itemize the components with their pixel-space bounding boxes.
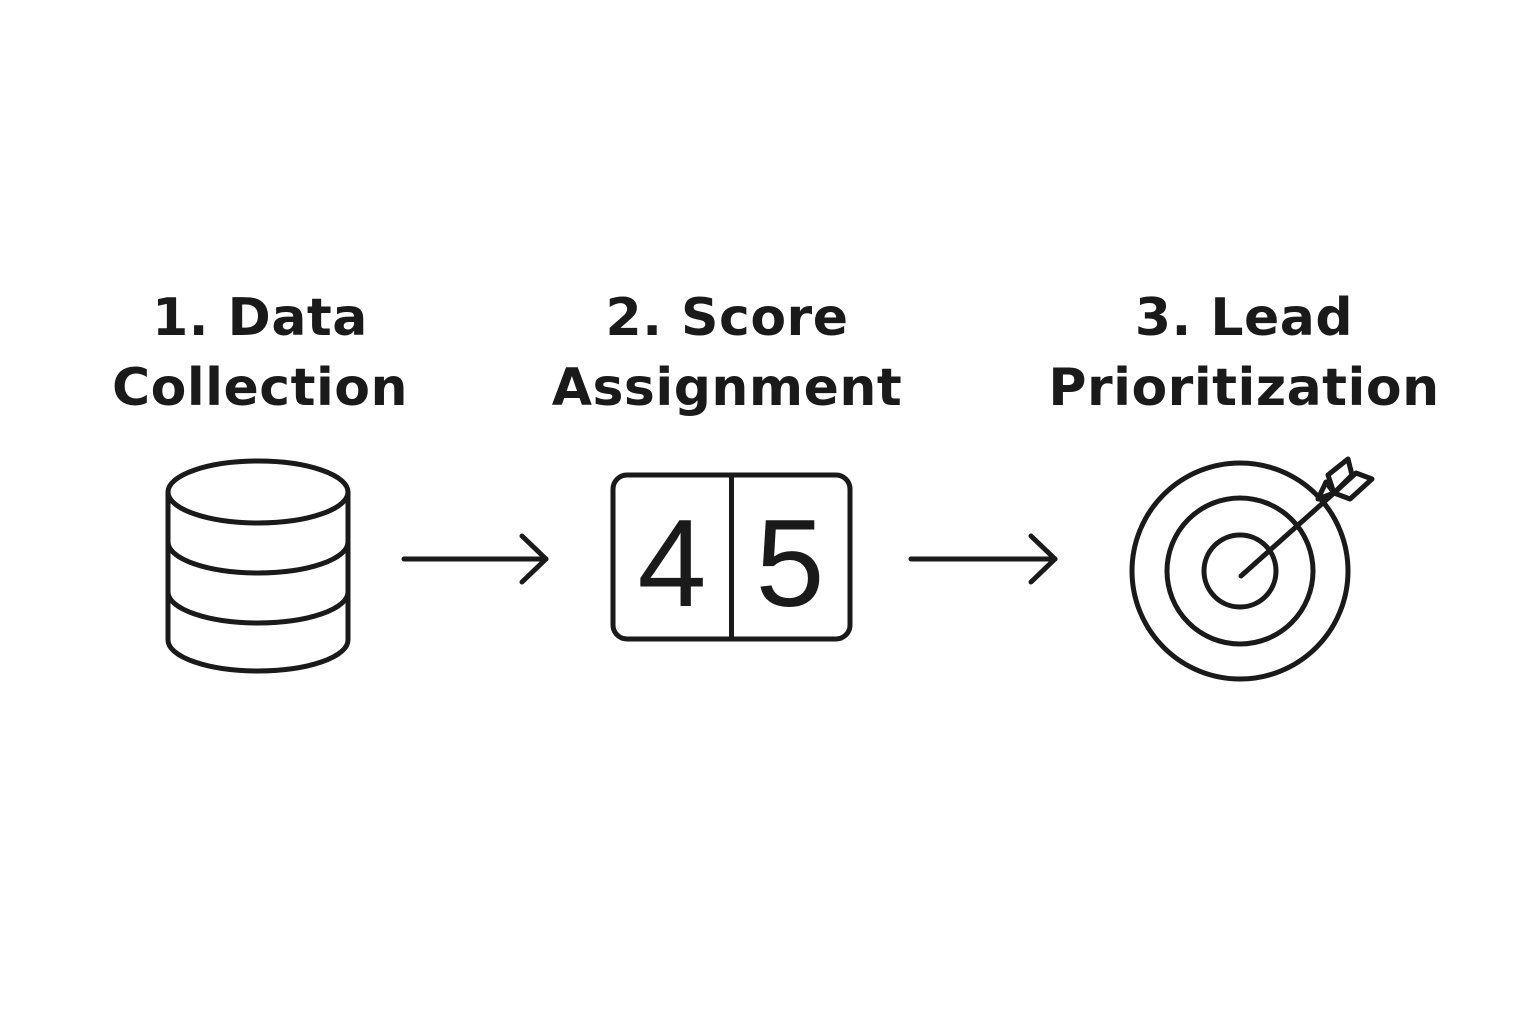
step-2-title: 2. Score Assignment [517,283,937,423]
arrow-right-icon [908,533,1058,585]
step-2-title-line2: Assignment [551,358,903,418]
step-1-title-line1: 1. Data [152,288,368,348]
step-1-title-line2: Collection [111,358,409,418]
score-digit-ones: 5 [756,495,825,633]
target-arrow-icon [1129,456,1375,682]
step-2-title-line1: 2. Score [605,288,849,348]
database-icon [165,458,351,674]
step-1-title: 1. Data Collection [50,283,470,423]
step-3-title-line2: Prioritization [1048,358,1440,418]
score-digit-tens: 4 [638,495,707,633]
step-3-title: 3. Lead Prioritization [1034,283,1454,423]
arrow-right-icon [401,533,549,585]
step-3-title-line1: 3. Lead [1134,288,1354,348]
scoreboard-icon: 4 5 [610,472,853,642]
